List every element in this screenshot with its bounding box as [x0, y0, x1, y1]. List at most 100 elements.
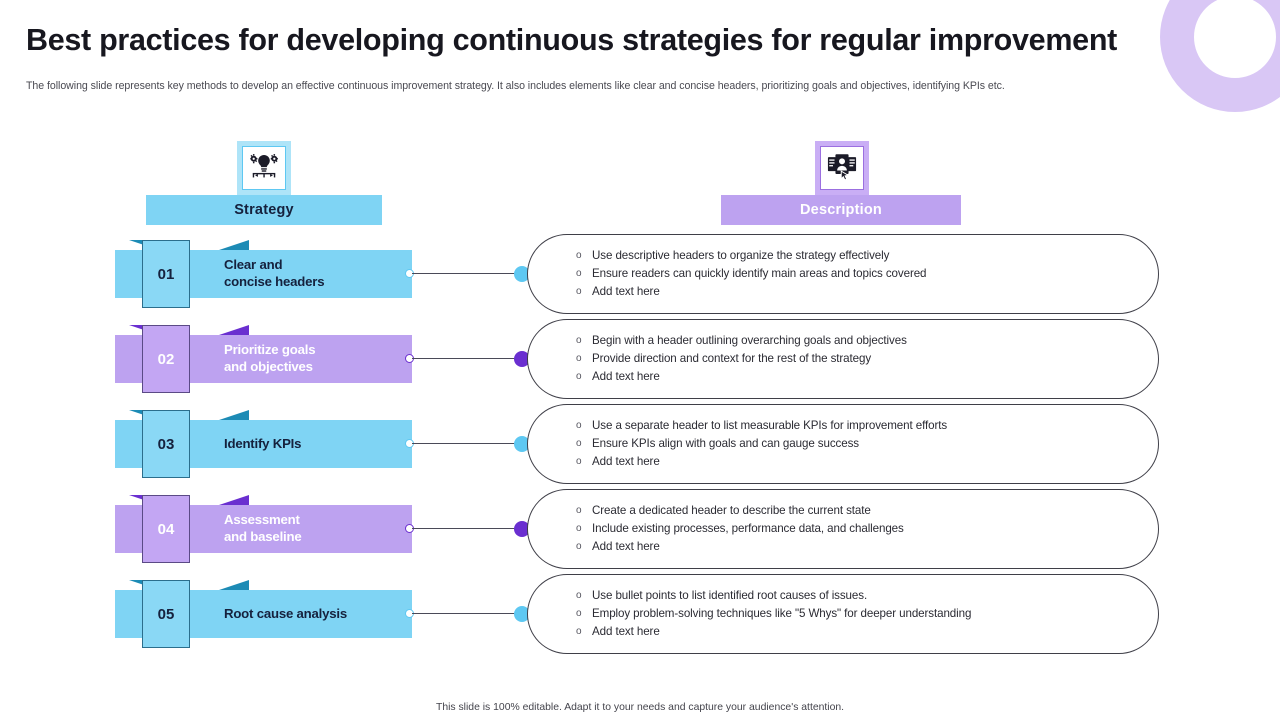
connector-dot-large [514, 351, 530, 367]
row-number: 05 [157, 605, 175, 623]
bullet-circle-icon: o [576, 370, 582, 382]
bullet-circle-icon: o [576, 352, 582, 364]
description-bullet-text: Add text here [592, 539, 660, 553]
row-label-line: and objectives [224, 359, 313, 374]
description-bullet-text: Begin with a header outlining overarchin… [592, 334, 907, 347]
row-number-box: 04 [142, 495, 190, 563]
description-bullet-text: Add text here [592, 624, 660, 638]
connector-dot-large [514, 266, 530, 282]
description-box: o Use descriptive headers to organize the… [527, 234, 1159, 314]
bullet-circle-icon: o [576, 522, 582, 534]
description-bullet-text: Include existing processes, performance … [592, 521, 904, 535]
row-label-line: Root cause analysis [224, 605, 348, 621]
connector-dot-large [514, 606, 530, 622]
bullet-circle-icon: o [576, 437, 582, 449]
connector-line [412, 273, 524, 274]
row-number: 04 [157, 520, 175, 538]
row-label-line: Assessment [224, 512, 300, 528]
description-bullet-item: o Employ problem-solving techniques like … [576, 605, 1132, 623]
strategy-column-label: Strategy [234, 202, 294, 218]
bullet-circle-icon: o [576, 455, 582, 467]
ribbon-tail-right [219, 495, 249, 505]
bullet-circle-icon: o [576, 267, 582, 279]
bullet-circle-icon: o [576, 540, 582, 552]
connector [404, 232, 534, 318]
description-bullet-text: Create a dedicated header to describe th… [592, 504, 871, 517]
connector-line [412, 613, 524, 614]
row-label-line: concise headers [224, 274, 325, 289]
description-bullet-text: Provide direction and context for the re… [592, 351, 872, 365]
description-box: o Begin with a header outlining overarchi… [527, 319, 1159, 399]
ribbon-tail-right [219, 410, 249, 420]
connector-dot-large [514, 436, 530, 452]
description-bullet-item: o Create a dedicated header to describe t… [576, 502, 1132, 520]
row-number-box: 03 [142, 410, 190, 478]
bullet-circle-icon: o [576, 335, 582, 346]
bullet-circle-icon: o [576, 607, 582, 619]
row-number: 03 [157, 435, 175, 453]
description-column-label: Description [800, 202, 882, 218]
description-box: o Create a dedicated header to describe t… [527, 489, 1159, 569]
page-title: Best practices for developing continuous… [26, 23, 1118, 57]
footer-note: This slide is 100% editable. Adapt it to… [435, 702, 845, 713]
ribbon-tail-right [219, 580, 249, 590]
row-label-line: Prioritize goals [224, 342, 316, 358]
ribbon-tail-right [219, 240, 249, 250]
description-bullet-item: o Begin with a header outlining overarchi… [576, 332, 1132, 350]
description-bullet-item: o Ensure readers can quickly identify mai… [576, 265, 1132, 283]
description-column-header: Description [721, 195, 961, 225]
connector-line [412, 528, 524, 529]
row-label-line: and baseline [224, 529, 302, 544]
row-label-line: Clear and [224, 257, 283, 273]
connector [404, 487, 534, 573]
connector-dot-large [514, 521, 530, 537]
description-bullet-item: o Add text here [576, 453, 1132, 471]
description-bullet-item: o Use a separate header to list measurabl… [576, 417, 1132, 435]
connector [404, 317, 534, 403]
strategy-column-header: Strategy [146, 195, 382, 225]
connector-line [412, 443, 524, 444]
bullet-circle-icon: o [576, 250, 582, 261]
row-label: Root cause analysis [224, 590, 404, 638]
bullet-circle-icon: o [576, 505, 582, 516]
page-subtitle: The following slide represents key metho… [26, 80, 1005, 92]
connector [404, 572, 534, 658]
description-bullet-text: Use descriptive headers to organize the … [592, 249, 890, 262]
description-box: o Use a separate header to list measurabl… [527, 404, 1159, 484]
description-bullet-item: o Provide direction and context for the r… [576, 350, 1132, 368]
lightbulb-gears-icon [249, 151, 279, 186]
row-number: 01 [157, 265, 175, 283]
description-bullet-text: Employ problem-solving techniques like "… [592, 606, 972, 620]
bullet-circle-icon: o [576, 625, 582, 637]
row-label-line: Identify KPIs [224, 435, 302, 451]
bullet-circle-icon: o [576, 590, 582, 601]
description-bullet-item: o Include existing processes, performance… [576, 520, 1132, 538]
strategy-row: 03 Identify KPIs o Use a separate header to… [0, 402, 1280, 488]
connector-line [412, 358, 524, 359]
row-number-box: 05 [142, 580, 190, 648]
row-number: 02 [157, 350, 175, 368]
ribbon-tail-right [219, 325, 249, 335]
profile-cards-cursor-icon [827, 151, 857, 186]
bullet-circle-icon: o [576, 285, 582, 297]
description-bullet-text: Add text here [592, 454, 660, 468]
description-bullet-item: o Add text here [576, 538, 1132, 556]
description-bullet-item: o Add text here [576, 623, 1132, 641]
description-icon-frame [820, 146, 864, 190]
strategy-icon-frame [242, 146, 286, 190]
description-bullet-text: Use a separate header to list measurable… [592, 419, 948, 432]
row-number-box: 02 [142, 325, 190, 393]
bullet-circle-icon: o [576, 420, 582, 431]
connector [404, 402, 534, 488]
description-bullet-text: Ensure readers can quickly identify main… [592, 266, 927, 280]
